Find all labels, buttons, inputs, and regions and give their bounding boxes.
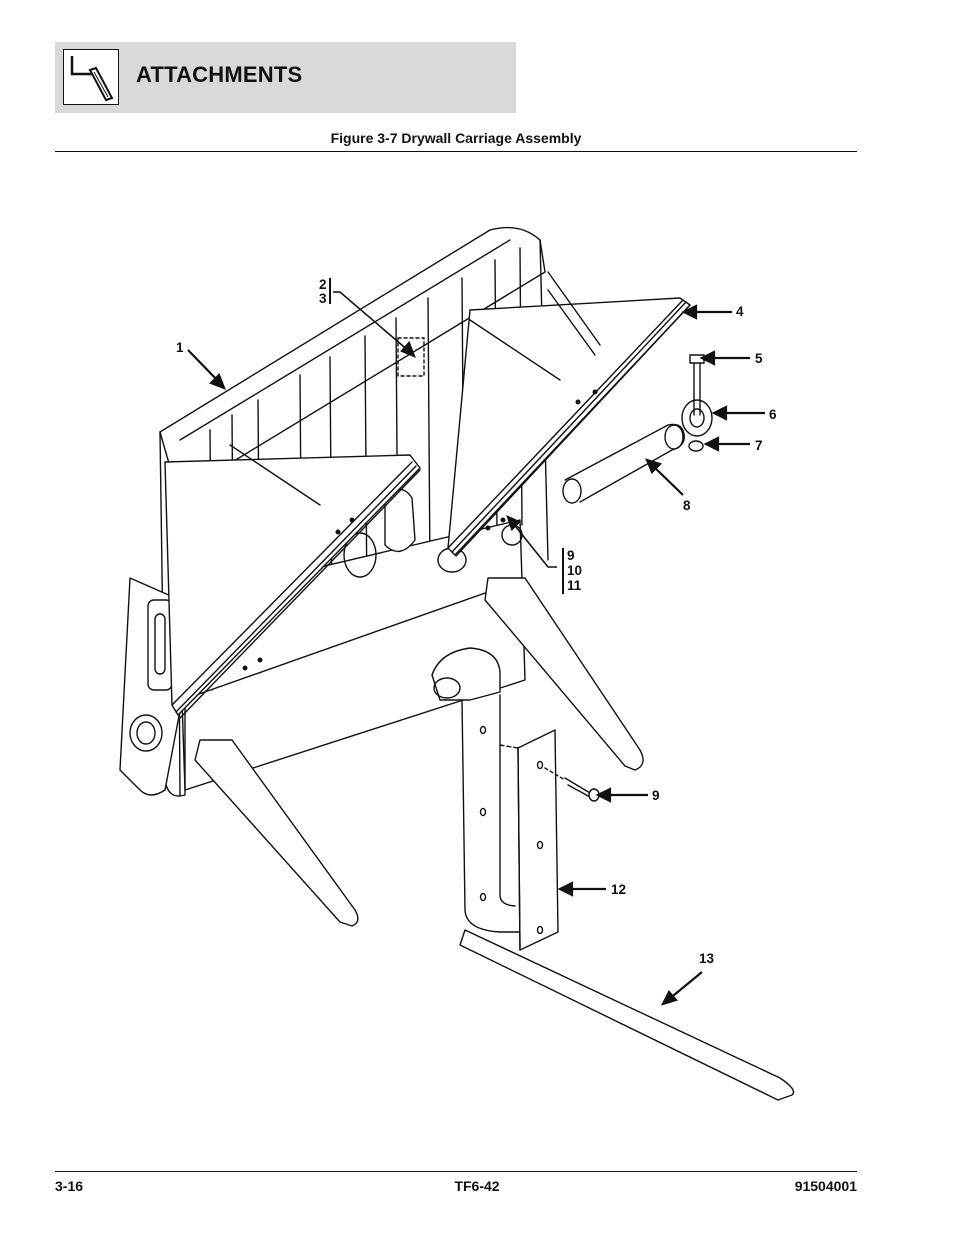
section-title: ATTACHMENTS [136,62,303,87]
callout-4: 4 [736,304,744,319]
callout-10: 10 [567,563,582,578]
attachment-fork-icon [63,49,119,105]
model-number: TF6-42 [454,1178,500,1194]
callout-2: 2 [319,277,327,292]
document-number: 91504001 [794,1178,857,1194]
figure-caption: Figure 3-7 Drywall Carriage Assembly [330,130,582,146]
callout-9-lower: 9 [652,788,660,803]
callout-1: 1 [176,340,184,355]
callout-13: 13 [699,951,715,966]
callout-9-upper: 9 [567,548,575,563]
header-band [55,42,516,113]
callout-12: 12 [611,882,626,897]
callout-6: 6 [769,407,777,422]
header-divider [55,151,857,152]
page-number: 3-16 [55,1178,84,1194]
callout-8: 8 [683,498,691,513]
footer-divider [55,1171,857,1172]
callout-3: 3 [319,291,327,306]
callout-11: 11 [567,578,582,593]
callout-5: 5 [755,351,763,366]
callout-7: 7 [755,438,763,453]
